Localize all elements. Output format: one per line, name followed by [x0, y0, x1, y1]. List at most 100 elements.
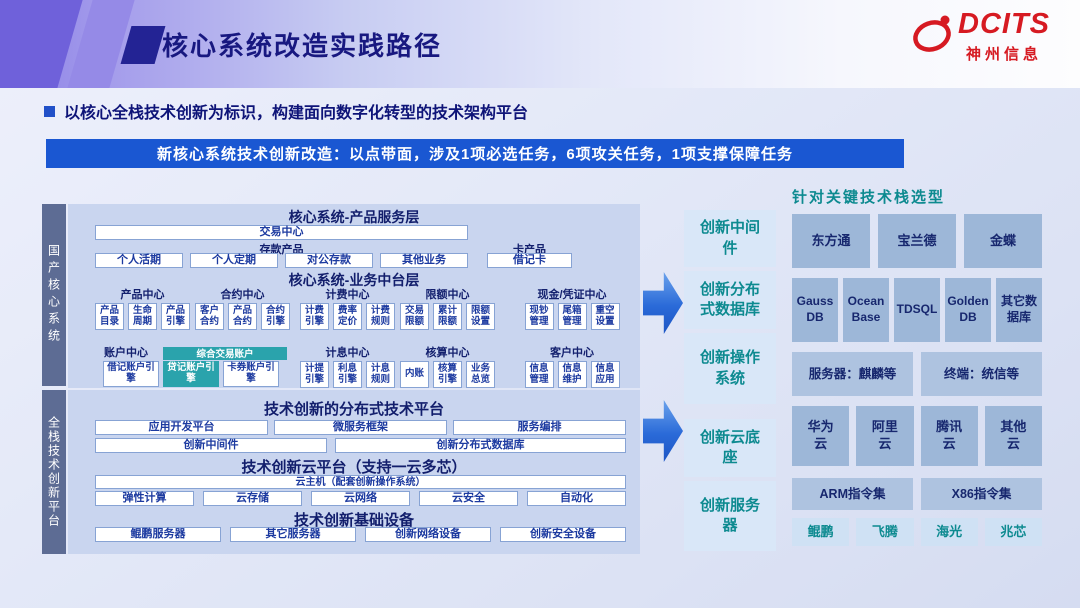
center-group: 产品中心 产品目录 生命周期 产品引擎 — [95, 288, 190, 330]
banner: 新核心系统技术创新改造：以点带面，涉及1项必选任务，6项攻关任务，1项支撑保障任… — [46, 139, 904, 168]
dcits-swoosh-icon — [913, 15, 951, 52]
decor-shape — [120, 26, 166, 64]
center-item: 累计限额 — [433, 303, 462, 330]
center-item: 核算引擎 — [433, 361, 462, 388]
vendor-box: 兆芯 — [984, 518, 1042, 546]
cloud-vendor-row: 华为云 阿里云 腾讯云 其他云 — [792, 406, 1042, 466]
section-title-cloud-platform: 技术创新云平台（支持一云多芯） — [241, 459, 467, 476]
header-band: 核心系统改造实践路径 DCITS 神州信息 — [0, 0, 1080, 88]
center-item: 交易限额 — [400, 303, 429, 330]
center-group-title: 核算中心 — [425, 347, 470, 359]
center-group: 限额中心 交易限额 累计限额 限额设置 — [400, 288, 495, 330]
cloud-item: 弹性计算 — [95, 491, 194, 506]
center-group-title: 限额中心 — [425, 289, 470, 301]
dcits-logo: DCITS 神州信息 — [908, 10, 1050, 64]
tech-stack-title: 针对关键技术栈选型 — [792, 189, 946, 206]
center-item: 计提引擎 — [300, 361, 329, 388]
deposit-item: 其他业务 — [380, 253, 468, 268]
logo-brand-text: DCITS — [958, 8, 1050, 40]
center-group-title: 现金/凭证中心 — [537, 289, 607, 301]
vendor-box: 服务器：麒麟等 — [792, 352, 913, 396]
flow-arrow-icon — [643, 272, 683, 334]
center-item: 计息规则 — [366, 361, 395, 388]
center-group-title: 计息中心 — [325, 347, 370, 359]
center-group-title: 客户中心 — [550, 347, 594, 359]
core-system-panel: 核心系统-产品服务层 交易中心 存款产品 个人活期 个人定期 对公存款 其他业务… — [68, 204, 640, 388]
infra-item: 其它服务器 — [230, 527, 356, 542]
subtitle-row: 以核心全栈技术创新为标识，构建面向数字化转型的技术架构平台 — [44, 99, 528, 123]
cloud-host-box: 云主机（配套创新操作系统） — [95, 475, 626, 489]
deposit-item: 个人活期 — [95, 253, 183, 268]
center-item: 信息管理 — [524, 361, 554, 388]
vendor-box: X86指令集 — [921, 478, 1042, 510]
innovation-box: 创新分布式数据库 — [684, 271, 776, 329]
chip-vendor-row: 鲲鹏 飞腾 海光 兆芯 — [792, 518, 1042, 546]
center-item: 产品合约 — [228, 303, 257, 330]
infra-item: 创新安全设备 — [500, 527, 626, 542]
center-item: 现钞管理 — [524, 303, 554, 330]
center-group-title: 产品中心 — [120, 289, 165, 301]
cloud-item: 自动化 — [527, 491, 626, 506]
center-group: 计费中心 计费引擎 费率定价 计费规则 — [300, 288, 395, 330]
highlight-badge: 综合交易账户 — [163, 346, 287, 360]
vendor-box: 飞腾 — [856, 518, 914, 546]
section-title-infra: 技术创新基础设备 — [293, 512, 414, 529]
vendor-box: 海光 — [920, 518, 978, 546]
center-group: 核算中心 内账 核算引擎 业务总览 — [400, 346, 495, 388]
center-item: 卡券账户引擎 — [223, 361, 279, 387]
center-group-title: 合约中心 — [220, 289, 265, 301]
bullet-square-icon — [44, 105, 55, 117]
center-item: 客户合约 — [195, 303, 224, 330]
section-title-business-layer: 核心系统-业务中台层 — [288, 272, 420, 288]
cloud-item: 云网络 — [311, 491, 410, 506]
center-item: 信息应用 — [590, 361, 620, 388]
center-group: 计息中心 计提引擎 利息引擎 计息规则 — [300, 346, 395, 388]
os-vendor-row: 服务器：麒麟等 终端：统信等 — [792, 352, 1042, 396]
center-item: 产品引擎 — [161, 303, 190, 330]
center-item: 利息引擎 — [333, 361, 362, 388]
center-item: 合约引擎 — [261, 303, 290, 330]
vendor-box: 华为云 — [792, 406, 850, 466]
center-item: 计费引擎 — [300, 303, 329, 330]
page-title: 核心系统改造实践路径 — [162, 31, 443, 61]
center-item: 限额设置 — [466, 303, 495, 330]
center-group-title: 账户中心 — [104, 347, 148, 359]
vendor-box: GoldenDB — [945, 278, 991, 342]
center-item: 费率定价 — [333, 303, 362, 330]
vendor-box: 阿里云 — [856, 406, 914, 466]
center-group-account: 账户中心 综合交易账户 借记账户引擎 贷记账户引擎 卡券账户引擎 — [95, 346, 287, 387]
cloud-item: 云存储 — [203, 491, 302, 506]
innovation-box: 创新中间件 — [684, 210, 776, 267]
side-label-fullstack-platform: 全栈技术创新平台 — [42, 390, 66, 554]
center-item: 重空设置 — [590, 303, 620, 330]
side-label-core-system: 国产核心系统 — [42, 204, 66, 386]
platform-item: 微服务框架 — [274, 420, 447, 435]
center-item: 尾箱管理 — [557, 303, 587, 330]
platform-item: 应用开发平台 — [95, 420, 268, 435]
center-item: 内账 — [400, 361, 429, 388]
section-title-product-layer: 核心系统-产品服务层 — [288, 209, 420, 225]
vendor-box: 腾讯云 — [920, 406, 978, 466]
innovation-box: 创新云底座 — [684, 419, 776, 477]
vendor-box: 其它数据库 — [996, 278, 1042, 342]
card-item: 借记卡 — [487, 253, 572, 268]
vendor-box: 宝兰德 — [878, 214, 956, 268]
section-title-distributed-platform: 技术创新的分布式技术平台 — [263, 401, 444, 418]
center-item: 产品目录 — [95, 303, 124, 330]
subtitle-text: 以核心全栈技术创新为标识，构建面向数字化转型的技术架构平台 — [64, 105, 529, 122]
vendor-box: 东方通 — [792, 214, 870, 268]
fullstack-panel: 技术创新的分布式技术平台 应用开发平台 微服务框架 服务编排 创新中间件 创新分… — [68, 390, 640, 554]
deposit-item: 对公存款 — [285, 253, 373, 268]
center-item: 生命周期 — [128, 303, 157, 330]
database-vendor-row: GaussDB OceanBase TDSQL GoldenDB 其它数据库 — [792, 278, 1042, 342]
logo-company-text: 神州信息 — [965, 46, 1042, 63]
vendor-box: TDSQL — [894, 278, 940, 342]
infra-item: 创新网络设备 — [365, 527, 491, 542]
innovation-box: 创新服务器 — [684, 481, 776, 551]
center-group: 合约中心 客户合约 产品合约 合约引擎 — [195, 288, 290, 330]
center-item: 信息维护 — [557, 361, 587, 388]
cloud-item: 云安全 — [419, 491, 518, 506]
transaction-center-box: 交易中心 — [95, 225, 468, 240]
center-group: 现金/凭证中心 现钞管理 尾箱管理 重空设置 — [518, 288, 626, 330]
